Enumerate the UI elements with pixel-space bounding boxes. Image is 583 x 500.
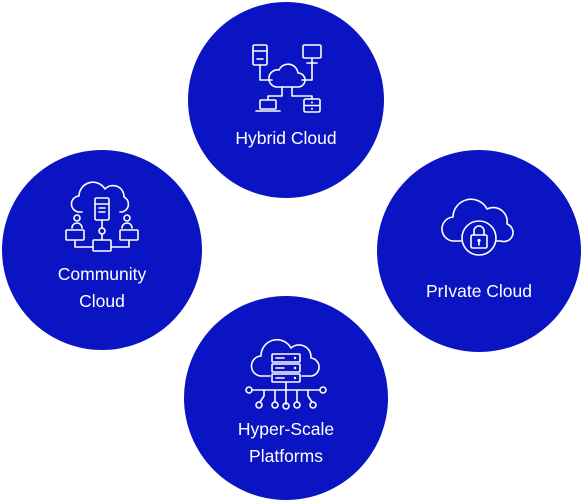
- community-cloud-node: Community Cloud: [2, 150, 202, 350]
- cloud-lock-icon: [439, 193, 519, 264]
- hyperscale-platforms-label-line2: Platforms: [249, 446, 323, 466]
- private-cloud-node: PrIvate Cloud: [377, 150, 581, 352]
- hyperscale-platforms-node: Hyper-Scale Platforms: [184, 296, 388, 500]
- community-cloud-label-line2: Cloud: [79, 291, 125, 311]
- hybrid-cloud-network-icon: [246, 42, 326, 119]
- hyperscale-platforms-label: Hyper-Scale Platforms: [184, 416, 388, 470]
- hybrid-cloud-label: Hybrid Cloud: [235, 128, 337, 148]
- hyperscale-platforms-label-line1: Hyper-Scale: [237, 419, 335, 439]
- hybrid-cloud-node: Hybrid Cloud: [188, 2, 384, 198]
- community-cloud-label: Community Cloud: [2, 261, 202, 315]
- community-cloud-network-icon: [60, 178, 144, 259]
- private-cloud-label: PrIvate Cloud: [425, 281, 533, 301]
- community-cloud-label-line1: Community: [57, 264, 147, 284]
- cloud-server-network-icon: [244, 338, 328, 415]
